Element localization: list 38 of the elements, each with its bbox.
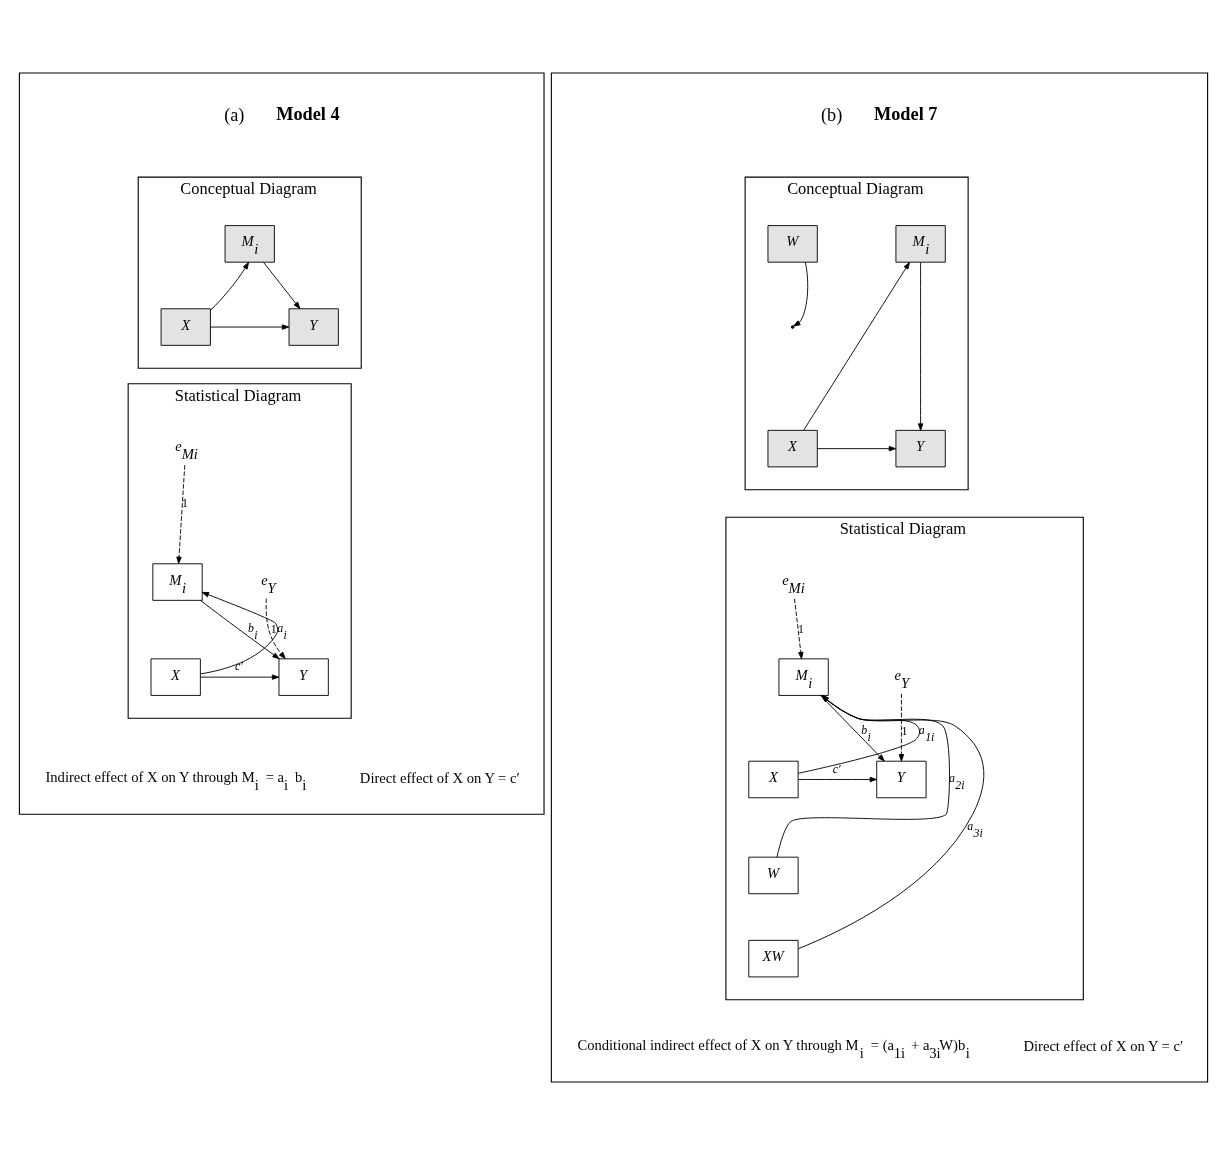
edge-label: 1 bbox=[901, 724, 908, 739]
arrow bbox=[776, 695, 950, 858]
arrow bbox=[176, 464, 186, 564]
node-box: Y bbox=[895, 429, 946, 468]
label: Direct effect of X on Y = c′ bbox=[1023, 1037, 1184, 1054]
node-box: Y bbox=[288, 308, 339, 346]
arrow bbox=[794, 598, 804, 660]
edge-label: c′ bbox=[235, 659, 243, 674]
arrow bbox=[803, 262, 910, 431]
arrow bbox=[820, 695, 885, 762]
arrow bbox=[263, 262, 301, 309]
arrow bbox=[200, 600, 280, 660]
node-box: X bbox=[150, 658, 201, 696]
node-box: W bbox=[767, 225, 818, 263]
node-box: Y bbox=[876, 760, 927, 799]
arrow bbox=[210, 324, 290, 330]
arrow bbox=[917, 262, 924, 431]
arrow bbox=[793, 262, 809, 327]
node-box: X bbox=[767, 429, 818, 468]
arrow bbox=[210, 262, 249, 311]
arrow bbox=[797, 695, 985, 950]
arrow bbox=[265, 598, 286, 660]
node-box: XW bbox=[748, 939, 799, 978]
arrow bbox=[797, 695, 921, 774]
edge-label: 1 bbox=[182, 495, 189, 510]
edge-label: 1 bbox=[798, 621, 805, 636]
edge-label: 1 bbox=[270, 621, 277, 636]
node-box: W bbox=[748, 856, 799, 895]
arrow bbox=[200, 674, 280, 680]
edge-label: c′ bbox=[832, 761, 841, 776]
node-box: X bbox=[160, 308, 211, 346]
node-box: Y bbox=[278, 658, 329, 696]
arrow bbox=[816, 445, 897, 452]
arrow bbox=[797, 776, 877, 783]
arrow bbox=[200, 591, 279, 675]
label: Direct effect of X on Y = c′ bbox=[359, 769, 520, 786]
node-box: X bbox=[748, 760, 799, 799]
arrow bbox=[898, 693, 905, 762]
